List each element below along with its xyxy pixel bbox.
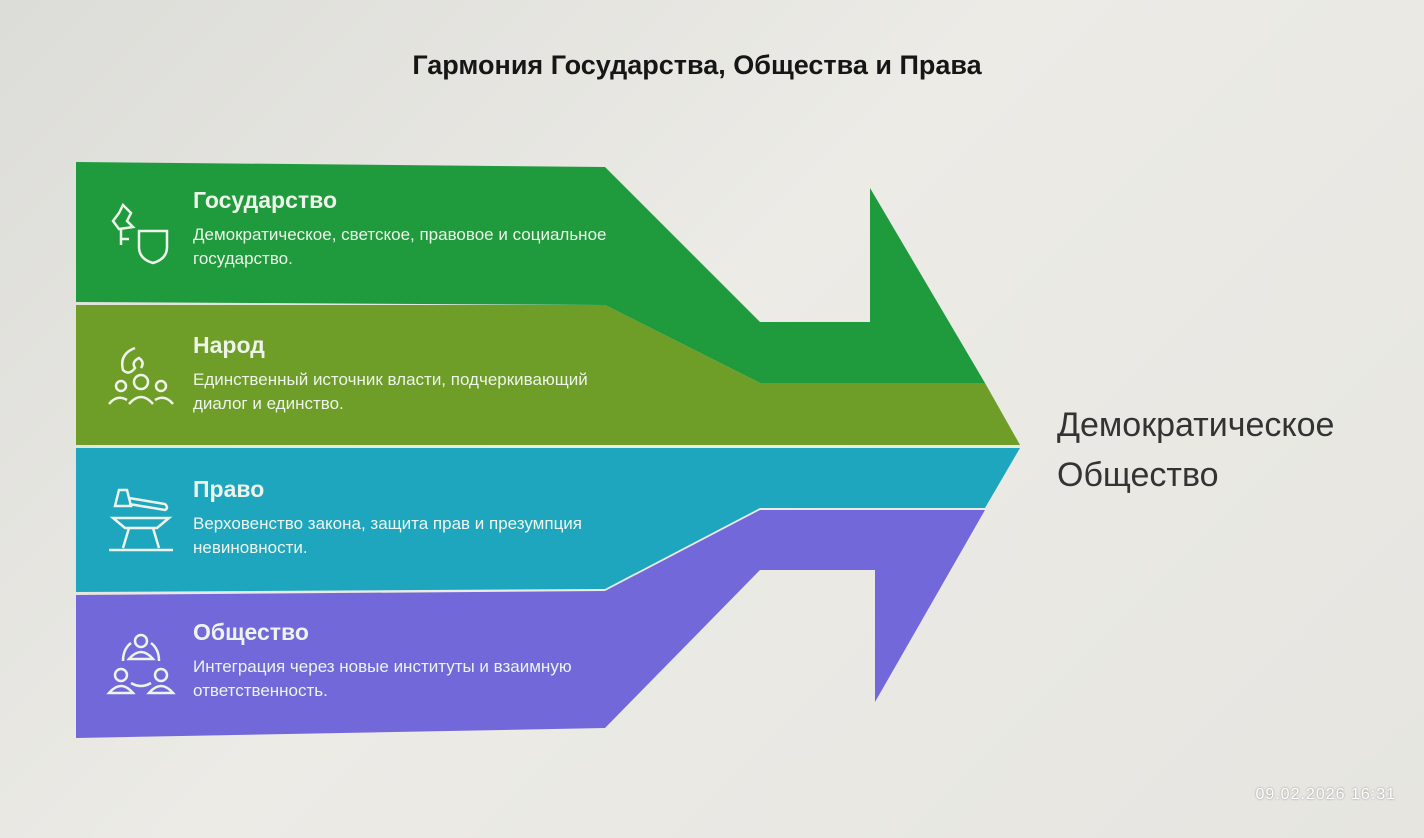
item-description: Интеграция через новые институты и взаим…: [193, 657, 572, 700]
tree-shield-icon: [111, 202, 169, 265]
diagram-title: Гармония Государства, Общества и Права: [412, 50, 982, 80]
item-heading: Общество: [193, 619, 309, 645]
band-narod: [76, 305, 1020, 445]
people-hand-icon: [108, 346, 174, 405]
item-heading: Право: [193, 476, 265, 502]
band-gosudarstvo: [76, 162, 985, 383]
result-label: Демократическое Общество: [1057, 406, 1335, 494]
photo-timestamp: 09.02.2026 16:31: [1255, 786, 1396, 803]
item-description: Единственный источник власти, подчеркива…: [193, 370, 588, 413]
item-heading: Народ: [193, 332, 265, 358]
item-description: Верховенство закона, защита прав и презу…: [193, 514, 583, 557]
hammer-anvil-icon: [109, 488, 173, 552]
item-description: Демократическое, светское, правовое и со…: [193, 225, 607, 268]
community-icon: [106, 633, 176, 695]
item-heading: Государство: [193, 187, 338, 213]
band-obshchestvo: [76, 510, 985, 738]
band-pravo: [76, 448, 1020, 592]
